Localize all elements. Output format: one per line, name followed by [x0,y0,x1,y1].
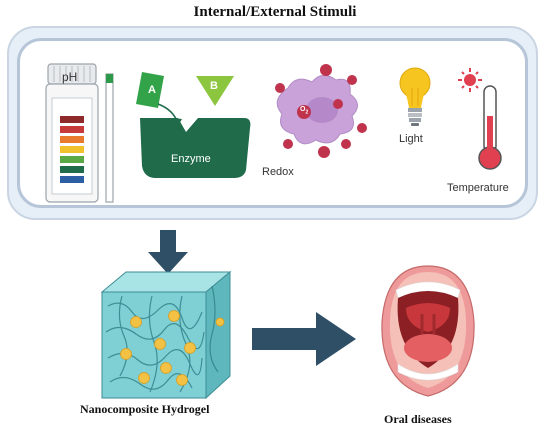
oral-diseases-label: Oral diseases [384,412,452,426]
ph-test-strip-bottle-icon [45,63,114,203]
diagram-title: Internal/External Stimuli [193,4,357,20]
enzyme-icon [136,72,251,178]
right-arrow-icon [252,312,356,366]
down-arrow-icon [148,230,188,274]
thermometer-icon [458,68,502,170]
hydrogel-label: Nanocomposite Hydrogel [80,402,210,416]
substrate-a-label: A [148,84,156,96]
stimuli-panel [17,38,528,208]
light-label: Light [399,133,423,145]
redox-o2-label: O2 [300,106,309,116]
open-mouth-icon [381,265,475,397]
hydrogel-cube-icon [100,270,232,400]
substrate-b-label: B [210,80,218,92]
temperature-label: Temperature [447,182,509,194]
redox-label: Redox [262,166,294,178]
ph-label: pH [62,70,78,84]
lightbulb-icon [399,67,431,126]
redox-icon [275,64,367,158]
enzyme-label: Enzyme [171,153,211,165]
